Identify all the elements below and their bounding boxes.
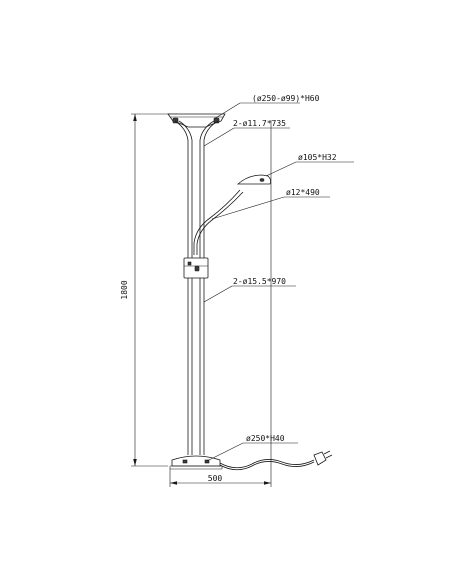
lower-tubes-label: 2-ø15.5*970 — [233, 277, 286, 286]
power-plug — [313, 450, 333, 466]
base-label: ø250*H40 — [246, 434, 285, 443]
upper-tubes-label: 2-ø11.7*735 — [233, 119, 286, 128]
reading-head — [236, 174, 272, 185]
lamp-base — [169, 455, 223, 470]
upper-tubes — [174, 120, 219, 262]
center-joint — [183, 257, 209, 279]
uplighter-shade — [167, 113, 226, 128]
power-cable — [219, 459, 315, 471]
height-dimension: 1800 — [120, 113, 178, 467]
leader-lines — [203, 102, 354, 462]
reading-arm — [193, 189, 244, 255]
width-dimension: 500 — [169, 120, 272, 487]
reading-arm-label: ø12*490 — [286, 188, 320, 197]
reading-head-label: ø105*H32 — [298, 153, 337, 162]
height-dimension-label: 1800 — [120, 280, 129, 299]
width-dimension-label: 500 — [208, 474, 223, 483]
lower-tubes — [187, 278, 205, 455]
uplighter-shade-label: (ø250-ø99)*H60 — [252, 94, 320, 103]
